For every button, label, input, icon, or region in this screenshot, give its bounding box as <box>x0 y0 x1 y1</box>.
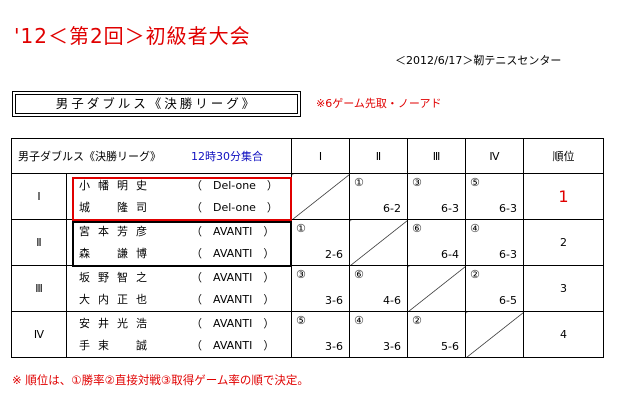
player-line: 小幡明史 （ Del-one ） <box>67 175 291 197</box>
match-order: ⑥ <box>354 268 364 281</box>
player-line: 森 謙博 （ AVANTI ） <box>67 243 291 265</box>
player-line: 城 隆司 （ Del-one ） <box>67 197 291 219</box>
runner-up-highlight <box>72 221 292 267</box>
match-order: ④ <box>354 314 364 327</box>
player-name: 小幡明史 <box>79 178 155 192</box>
match-result-cell: ① 2-6 <box>291 219 350 266</box>
match-result-cell: ③ 3-6 <box>291 265 350 312</box>
team-row: Ⅲ 坂野智之 （ AVANTI ） 大内正也 （ AVANTI ） ③ 3-6 … <box>11 265 604 312</box>
match-order: ② <box>412 314 422 327</box>
rank-value: 4 <box>523 311 604 358</box>
player-name: 宮本芳彦 <box>79 224 155 238</box>
match-order: ① <box>296 222 306 235</box>
player-name: 大内正也 <box>79 292 155 306</box>
col-header-3: Ⅲ <box>407 138 466 174</box>
match-score: 3-6 <box>383 340 401 353</box>
match-result-cell: ② 5-6 <box>407 311 466 358</box>
match-result-cell: ① 6-2 <box>349 173 408 220</box>
match-score: 3-6 <box>325 340 343 353</box>
player-name: 森 謙博 <box>79 246 155 260</box>
self-match-cell <box>407 265 466 312</box>
player-line: 安井光浩 （ AVANTI ） <box>67 313 291 335</box>
match-order: ① <box>354 176 364 189</box>
row-number: Ⅳ <box>11 311 67 358</box>
match-result-cell: ④ 3-6 <box>349 311 408 358</box>
players-cell: 安井光浩 （ AVANTI ） 手束 誠 （ AVANTI ） <box>66 311 292 358</box>
header-label: 男子ダブルス《決勝リーグ》 <box>18 150 161 163</box>
player-line: 宮本芳彦 （ AVANTI ） <box>67 221 291 243</box>
player-team: （ AVANTI ） <box>191 246 275 260</box>
self-match-cell <box>349 219 408 266</box>
col-header-2: Ⅱ <box>349 138 408 174</box>
match-order: ② <box>470 268 480 281</box>
players-cell: 坂野智之 （ AVANTI ） 大内正也 （ AVANTI ） <box>66 265 292 312</box>
ranking-footnote: ※ 順位は、①勝率②直接対戦③取得ゲーム率の順で決定。 <box>12 373 309 387</box>
venue-date: ＜2012/6/17＞靭テニスセンター <box>395 54 562 67</box>
player-name: 坂野智之 <box>79 270 155 284</box>
match-score: 6-3 <box>499 248 517 261</box>
self-match-cell <box>291 173 350 220</box>
team-row: Ⅳ 安井光浩 （ AVANTI ） 手束 誠 （ AVANTI ） ⑤ 3-6 … <box>11 311 604 358</box>
player-line: 手束 誠 （ AVANTI ） <box>67 335 291 357</box>
match-order: ④ <box>470 222 480 235</box>
match-score: 6-3 <box>499 202 517 215</box>
player-name: 城 隆司 <box>79 200 155 214</box>
col-header-4: Ⅳ <box>465 138 524 174</box>
match-result-cell: ③ 6-3 <box>407 173 466 220</box>
header-row: 男子ダブルス《決勝リーグ》 12時30分集合 Ⅰ Ⅱ Ⅲ Ⅳ 順位 <box>11 138 604 174</box>
match-order: ③ <box>412 176 422 189</box>
match-result-cell: ④ 6-3 <box>465 219 524 266</box>
league-table: 男子ダブルス《決勝リーグ》 12時30分集合 Ⅰ Ⅱ Ⅲ Ⅳ 順位 Ⅰ 小幡明史 … <box>11 138 604 358</box>
match-score: 4-6 <box>383 294 401 307</box>
rule-note: ※6ゲーム先取・ノーアド <box>316 97 442 110</box>
player-team: （ AVANTI ） <box>191 338 275 352</box>
player-name: 安井光浩 <box>79 316 155 330</box>
match-score: 6-4 <box>441 248 459 261</box>
section-heading-box: 男子ダブルス《決勝リーグ》 <box>12 91 301 117</box>
page-title: '12＜第2回＞初級者大会 <box>14 24 251 48</box>
row-number: Ⅰ <box>11 173 67 220</box>
match-order: ⑥ <box>412 222 422 235</box>
match-score: 6-5 <box>499 294 517 307</box>
match-result-cell: ⑤ 3-6 <box>291 311 350 358</box>
player-team: （ AVANTI ） <box>191 224 275 238</box>
match-score: 2-6 <box>325 248 343 261</box>
rank-value: 1 <box>523 173 604 220</box>
player-team: （ AVANTI ） <box>191 270 275 284</box>
col-header-1: Ⅰ <box>291 138 350 174</box>
player-team: （ Del-one ） <box>191 178 278 192</box>
winner-highlight <box>72 177 292 221</box>
match-score: 6-2 <box>383 202 401 215</box>
match-order: ③ <box>296 268 306 281</box>
rank-value: 3 <box>523 265 604 312</box>
team-row: Ⅱ 宮本芳彦 （ AVANTI ） 森 謙博 （ AVANTI ） ① 2-6 … <box>11 219 604 266</box>
match-score: 5-6 <box>441 340 459 353</box>
player-team: （ Del-one ） <box>191 200 278 214</box>
header-label-cell: 男子ダブルス《決勝リーグ》 12時30分集合 <box>11 138 292 174</box>
player-team: （ AVANTI ） <box>191 292 275 306</box>
player-team: （ AVANTI ） <box>191 316 275 330</box>
match-result-cell: ⑥ 4-6 <box>349 265 408 312</box>
match-score: 6-3 <box>441 202 459 215</box>
player-line: 坂野智之 （ AVANTI ） <box>67 267 291 289</box>
player-name: 手束 誠 <box>79 338 155 352</box>
match-result-cell: ⑤ 6-3 <box>465 173 524 220</box>
row-number: Ⅲ <box>11 265 67 312</box>
match-result-cell: ⑥ 6-4 <box>407 219 466 266</box>
match-order: ⑤ <box>470 176 480 189</box>
rank-value: 2 <box>523 219 604 266</box>
self-match-cell <box>465 311 524 358</box>
match-order: ⑤ <box>296 314 306 327</box>
assembly-time: 12時30分集合 <box>191 150 263 163</box>
match-result-cell: ② 6-5 <box>465 265 524 312</box>
match-score: 3-6 <box>325 294 343 307</box>
section-heading: 男子ダブルス《決勝リーグ》 <box>15 94 298 114</box>
row-number: Ⅱ <box>11 219 67 266</box>
player-line: 大内正也 （ AVANTI ） <box>67 289 291 311</box>
rank-header: 順位 <box>523 138 604 174</box>
